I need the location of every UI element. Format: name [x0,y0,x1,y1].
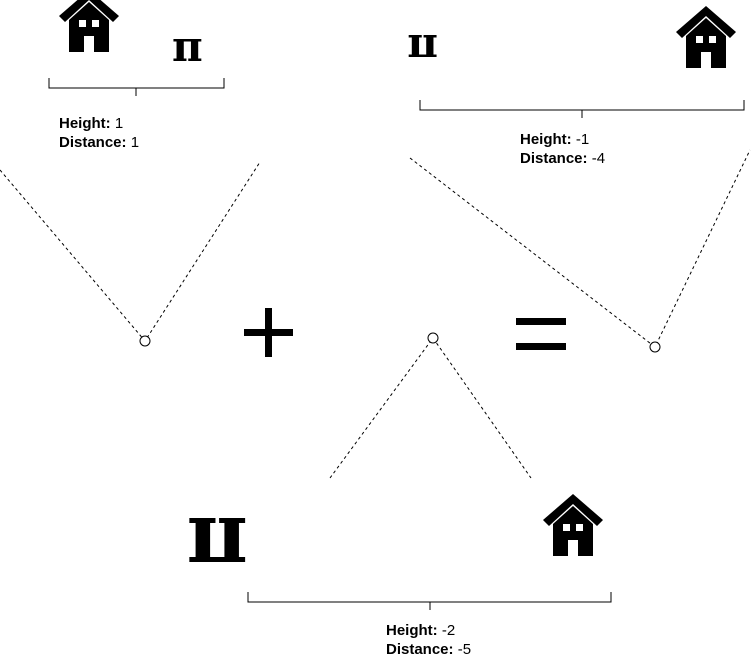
brace-top-left [48,78,225,96]
brace-bottom [247,592,612,610]
height-value: -2 [441,622,456,639]
angle-top-right [409,149,751,348]
height-label: Height: [386,622,438,639]
pi-symbol-bottom: π [187,498,248,597]
equals-top-bar [516,318,566,325]
vertex-top-right [649,341,661,353]
equals-bottom-bar [516,343,566,350]
plus-vertical-bar [265,308,272,357]
vertex-top-left [139,335,151,347]
angle-bottom [329,337,532,479]
angle-top-left [0,161,261,342]
height-value: 1 [114,115,124,132]
vertex-bottom [427,332,439,344]
distance-value: -5 [457,641,472,658]
distance-label: Distance: [59,134,127,151]
distance-label: Distance: [386,641,454,658]
distance-value: 1 [130,134,140,151]
label-top-right: Height: -1 Distance: -4 [520,130,605,168]
distance-label: Distance: [520,150,588,167]
brace-top-right [419,100,745,118]
distance-value: -4 [591,150,606,167]
house-icon-top-right [676,6,736,68]
label-top-left: Height: 1 Distance: 1 [59,114,139,152]
height-value: -1 [575,131,590,148]
height-label: Height: [59,115,111,132]
pi-symbol-top-left: π [172,22,203,71]
label-bottom: Height: -2 Distance: -5 [386,621,471,659]
height-label: Height: [520,131,572,148]
house-icon-bottom [543,494,603,556]
pi-symbol-top-right: π [407,25,438,74]
house-icon-top-left [59,0,119,52]
